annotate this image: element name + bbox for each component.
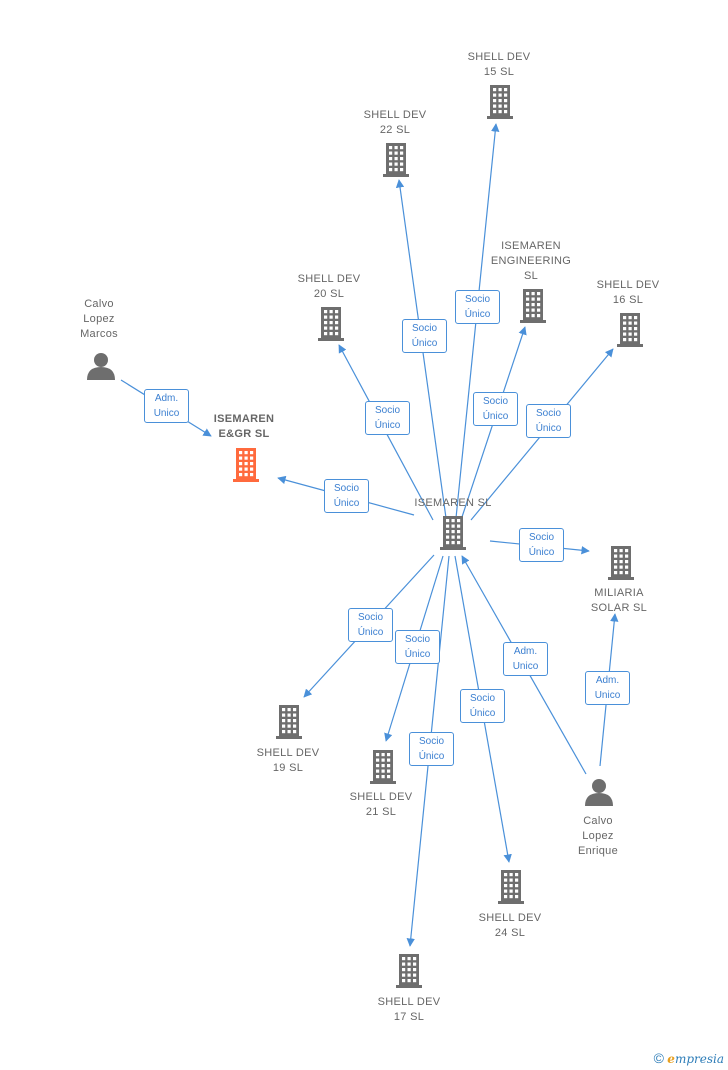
building-icon-sd15[interactable] — [487, 85, 513, 119]
node-label-ise_eng[interactable]: ISEMAREN ENGINEERING SL — [490, 240, 572, 282]
edge-label-isemaren-to-sd17[interactable]: Socio Único — [409, 732, 454, 766]
node-label-miliaria[interactable]: MILIARIA SOLAR SL — [590, 587, 648, 614]
person-icon-enrique[interactable] — [585, 779, 613, 806]
building-icon-isemaren_egr[interactable] — [233, 448, 259, 482]
edge-label-enrique-to-miliaria[interactable]: Adm. Unico — [585, 671, 630, 705]
edge-label-isemaren-to-sd22[interactable]: Socio Único — [402, 319, 447, 353]
node-label-marcos[interactable]: Calvo Lopez Marcos — [80, 298, 118, 340]
edge-label-isemaren-to-miliaria[interactable]: Socio Único — [519, 528, 564, 562]
person-icon-marcos[interactable] — [87, 353, 115, 380]
node-label-sd17[interactable]: SHELL DEV 17 SL — [377, 996, 441, 1023]
building-icon-sd16[interactable] — [617, 313, 643, 347]
edge-label-isemaren-to-sd19[interactable]: Socio Único — [348, 608, 393, 642]
edge-label-isemaren-to-sd21[interactable]: Socio Único — [395, 630, 440, 664]
edge-label-marcos-to-isemaren_egr[interactable]: Adm. Unico — [144, 389, 189, 423]
node-label-isemaren[interactable]: ISEMAREN SL — [414, 497, 492, 509]
building-icon-sd19[interactable] — [276, 705, 302, 739]
edge-label-enrique-to-isemaren[interactable]: Adm. Unico — [503, 642, 548, 676]
node-label-sd16[interactable]: SHELL DEV 16 SL — [596, 279, 660, 306]
brand-logo: empresia — [667, 1052, 724, 1066]
node-label-sd21[interactable]: SHELL DEV 21 SL — [349, 791, 413, 818]
building-icon-sd24[interactable] — [498, 870, 524, 904]
edge-label-isemaren-to-sd24[interactable]: Socio Único — [460, 689, 505, 723]
building-icon-sd20[interactable] — [318, 307, 344, 341]
edge-label-isemaren-to-isemaren_egr[interactable]: Socio Único — [324, 479, 369, 513]
node-label-isemaren_egr[interactable]: ISEMAREN E&GR SL — [213, 413, 275, 440]
edge-label-isemaren-to-sd15[interactable]: Socio Único — [455, 290, 500, 324]
building-icon-sd21[interactable] — [370, 750, 396, 784]
edge-label-isemaren-to-sd20[interactable]: Socio Único — [365, 401, 410, 435]
building-icon-sd17[interactable] — [396, 954, 422, 988]
building-icon-miliaria[interactable] — [608, 546, 634, 580]
node-label-sd19[interactable]: SHELL DEV 19 SL — [256, 747, 320, 774]
node-label-sd20[interactable]: SHELL DEV 20 SL — [297, 273, 361, 300]
copyright-icon: © — [653, 1050, 664, 1066]
node-label-sd15[interactable]: SHELL DEV 15 SL — [467, 51, 531, 78]
edge-label-isemaren-to-sd16[interactable]: Socio Único — [526, 404, 571, 438]
footer-brand[interactable]: © empresia — [654, 1050, 724, 1066]
building-icon-sd22[interactable] — [383, 143, 409, 177]
building-icon-isemaren[interactable] — [440, 516, 466, 550]
building-icon-ise_eng[interactable] — [520, 289, 546, 323]
node-label-enrique[interactable]: Calvo Lopez Enrique — [577, 815, 618, 857]
node-label-sd22[interactable]: SHELL DEV 22 SL — [363, 109, 427, 136]
edge-label-isemaren-to-ise_eng[interactable]: Socio Único — [473, 392, 518, 426]
node-label-sd24[interactable]: SHELL DEV 24 SL — [478, 912, 542, 939]
